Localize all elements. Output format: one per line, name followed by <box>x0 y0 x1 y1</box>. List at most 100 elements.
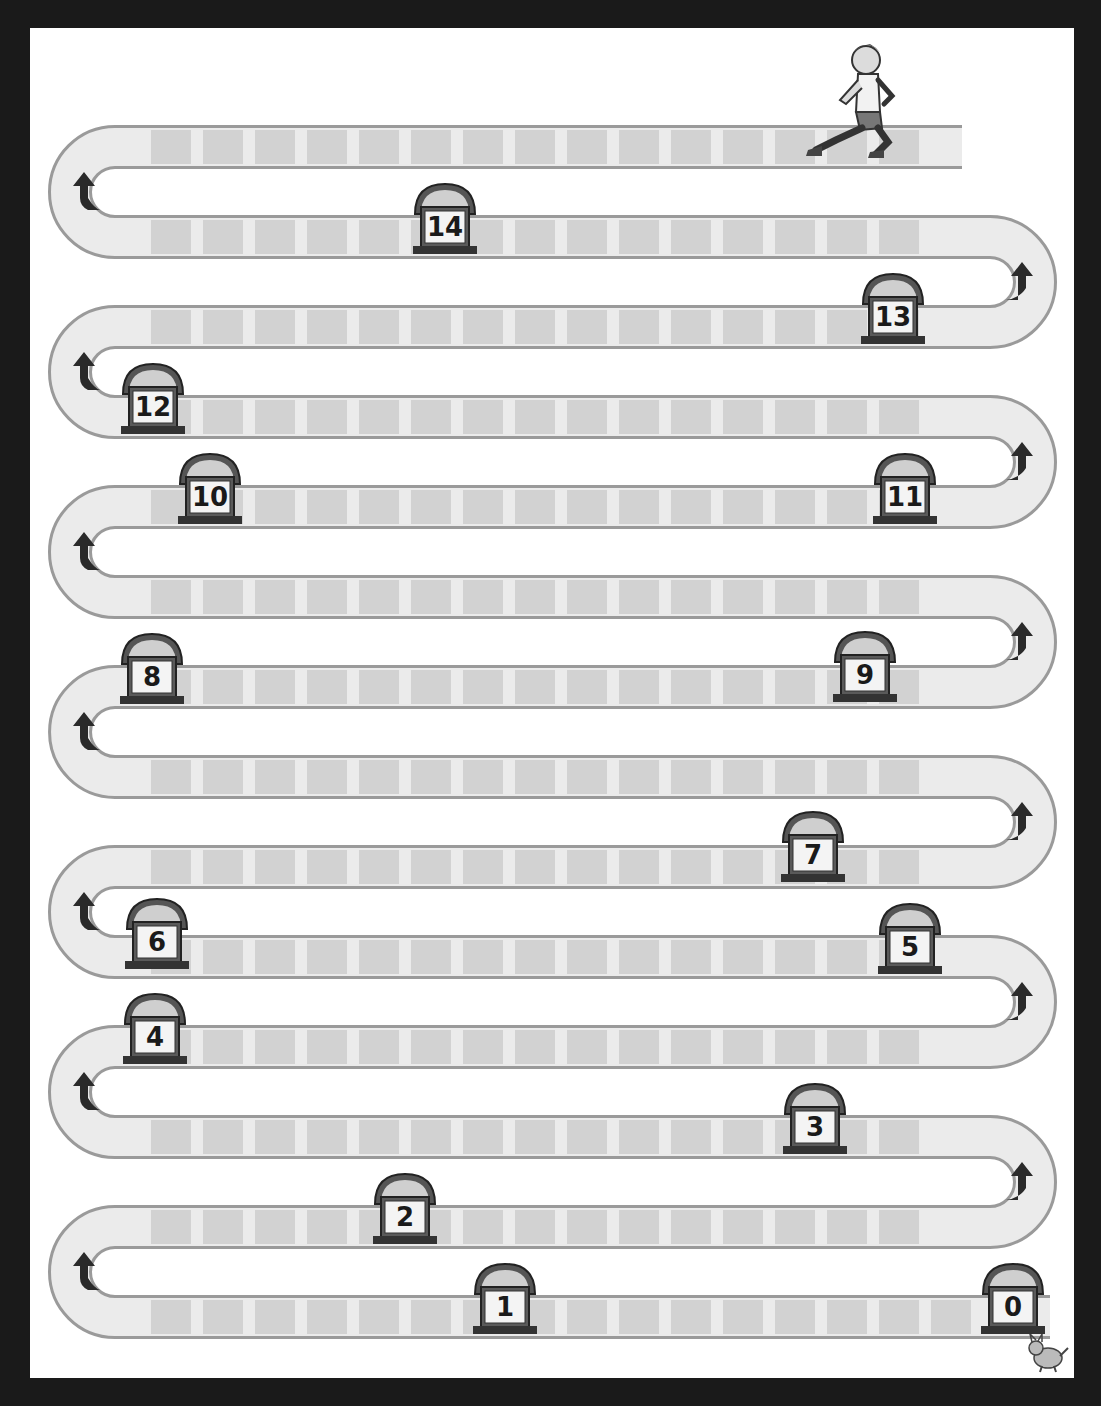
track-tile <box>567 580 607 614</box>
track-tile <box>255 400 295 434</box>
track-tile <box>619 940 659 974</box>
marker-number: 1 <box>485 1291 525 1323</box>
track-tile <box>671 310 711 344</box>
track-tile <box>723 220 763 254</box>
track-tile <box>515 760 555 794</box>
track-tile <box>151 1300 191 1334</box>
turn-arrow <box>73 892 100 930</box>
track-tile <box>151 1120 191 1154</box>
track-tile <box>411 670 451 704</box>
number-marker: 7 <box>778 808 848 884</box>
track-tile <box>515 850 555 884</box>
track-tile <box>151 760 191 794</box>
track-tile <box>567 850 607 884</box>
track-tile <box>411 850 451 884</box>
marker-number: 7 <box>793 839 833 871</box>
turn-arrow <box>73 712 100 750</box>
track-tile <box>515 220 555 254</box>
track-tile <box>515 310 555 344</box>
track-tile <box>723 760 763 794</box>
track-tile <box>359 1300 399 1334</box>
track-tile <box>411 310 451 344</box>
turn-arrow <box>73 172 100 210</box>
track-tile <box>619 670 659 704</box>
track-tile <box>151 310 191 344</box>
track-tile <box>307 130 347 164</box>
track-tile <box>671 490 711 524</box>
turn-arrows <box>73 172 1033 1290</box>
number-marker: 10 <box>175 450 245 526</box>
marker-number: 12 <box>133 391 173 423</box>
number-marker: 2 <box>370 1170 440 1246</box>
track-tile <box>723 850 763 884</box>
track-tile <box>307 310 347 344</box>
turn-arrow <box>73 532 100 570</box>
number-marker: 3 <box>780 1080 850 1156</box>
track-tile <box>151 850 191 884</box>
turn-arrow <box>73 352 100 390</box>
turn-arrow <box>73 1072 100 1110</box>
track-tile <box>931 1300 971 1334</box>
track-tile <box>827 760 867 794</box>
track-tile <box>359 850 399 884</box>
track-tile <box>411 940 451 974</box>
track-tile <box>671 580 711 614</box>
track-tile <box>567 1300 607 1334</box>
track-tile <box>307 490 347 524</box>
track-tile <box>203 670 243 704</box>
track-tile <box>671 760 711 794</box>
track-tile <box>463 490 503 524</box>
track-tile <box>567 670 607 704</box>
track-tile <box>671 670 711 704</box>
track-tile <box>255 850 295 884</box>
track-tile <box>567 1120 607 1154</box>
track-tile <box>411 1030 451 1064</box>
turn-arrow <box>73 1252 100 1290</box>
track-tile <box>515 940 555 974</box>
number-marker: 13 <box>858 270 928 346</box>
track-tile <box>723 310 763 344</box>
marker-number: 13 <box>873 301 913 333</box>
track-tile <box>567 220 607 254</box>
track-tile <box>723 1030 763 1064</box>
track-tile <box>775 580 815 614</box>
track-tile <box>463 1030 503 1064</box>
track-tile <box>255 1030 295 1064</box>
track-tile <box>515 1030 555 1064</box>
track-tile <box>515 670 555 704</box>
track-tile <box>827 1210 867 1244</box>
track-tile <box>775 220 815 254</box>
track-tile <box>723 130 763 164</box>
track-tile <box>723 940 763 974</box>
track-tile <box>255 580 295 614</box>
track-tile <box>359 940 399 974</box>
track-tile <box>671 1300 711 1334</box>
track-tile <box>775 760 815 794</box>
turn-arrow <box>1006 982 1033 1020</box>
track-tile <box>463 1120 503 1154</box>
track-tile <box>463 310 503 344</box>
number-marker: 8 <box>117 630 187 706</box>
track-tile <box>255 1300 295 1334</box>
track-tile <box>463 580 503 614</box>
marker-number: 2 <box>385 1201 425 1233</box>
track-tile <box>203 1030 243 1064</box>
track-tile <box>463 130 503 164</box>
track-tile <box>619 310 659 344</box>
turn-arrow <box>1006 262 1033 300</box>
track-tile <box>775 1300 815 1334</box>
number-marker: 6 <box>122 895 192 971</box>
track-tile <box>203 760 243 794</box>
track-tile <box>307 850 347 884</box>
track-tile <box>723 580 763 614</box>
marker-number: 3 <box>795 1111 835 1143</box>
track-tile <box>619 1210 659 1244</box>
track-tile <box>411 1300 451 1334</box>
turn-arrow <box>1006 622 1033 660</box>
track-tile <box>255 760 295 794</box>
track-tile <box>411 580 451 614</box>
track-tile <box>567 760 607 794</box>
track-tile <box>515 130 555 164</box>
track-tile <box>411 490 451 524</box>
